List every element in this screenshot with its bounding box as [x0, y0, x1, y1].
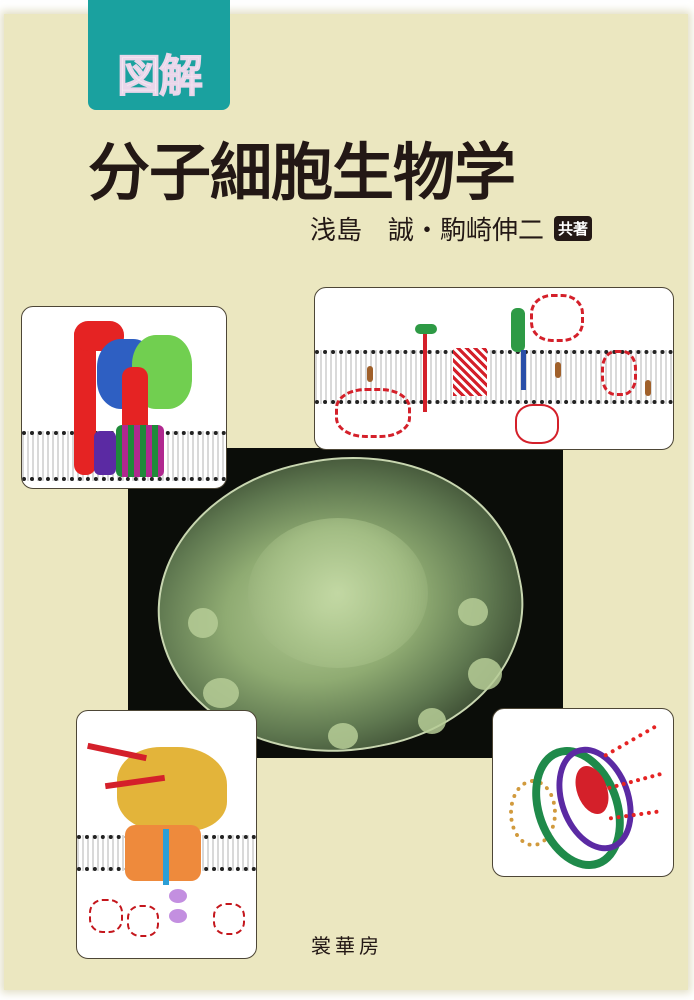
- series-tab: 図解: [88, 0, 230, 110]
- author-role-badge: 共著: [554, 216, 593, 241]
- organelle: [468, 658, 502, 690]
- organelle: [458, 598, 488, 626]
- image-panel-ring-complex: [492, 708, 674, 877]
- organelle: [328, 723, 358, 749]
- beta-barrel: [453, 348, 487, 396]
- organelle: [203, 678, 239, 708]
- author-names: 浅島 誠・駒崎伸二: [310, 216, 545, 246]
- image-panel-atp-synthase: [76, 710, 257, 959]
- domain: [169, 889, 187, 903]
- cell-nucleus: [248, 518, 428, 668]
- publisher-name: 裳華房: [311, 934, 383, 958]
- peripheral-protein: [530, 294, 584, 342]
- peripheral-protein: [335, 388, 411, 438]
- domain: [169, 909, 187, 923]
- organelle: [188, 608, 218, 638]
- f1-head: [117, 747, 227, 831]
- cholesterol: [367, 366, 373, 382]
- peripheral-protein: [515, 404, 559, 444]
- protein: [89, 899, 123, 933]
- protein: [213, 903, 245, 935]
- rotor-ring: [116, 425, 164, 477]
- cholesterol: [645, 380, 651, 396]
- image-panel-membrane-proteins: [314, 287, 674, 450]
- image-panel-membrane-complex: [21, 306, 227, 489]
- authors-line: 浅島 誠・駒崎伸二 共著: [310, 210, 593, 247]
- organelle: [418, 708, 446, 734]
- purple-subunit: [94, 431, 116, 475]
- c-subunit: [163, 829, 169, 885]
- membrane-protein: [601, 350, 637, 396]
- glycan: [415, 324, 437, 334]
- anchor: [521, 350, 526, 390]
- red-chain: [603, 724, 659, 762]
- glycolipid: [511, 308, 525, 352]
- bead-chain: [509, 779, 557, 847]
- cholesterol: [555, 362, 561, 378]
- book-title: 分子細胞生物学: [88, 136, 516, 209]
- series-label: 図解: [117, 51, 204, 103]
- red-subunit: [74, 325, 96, 475]
- cell-electron-micrograph: [128, 448, 563, 758]
- transmembrane-helix: [423, 328, 427, 412]
- protein: [127, 905, 159, 937]
